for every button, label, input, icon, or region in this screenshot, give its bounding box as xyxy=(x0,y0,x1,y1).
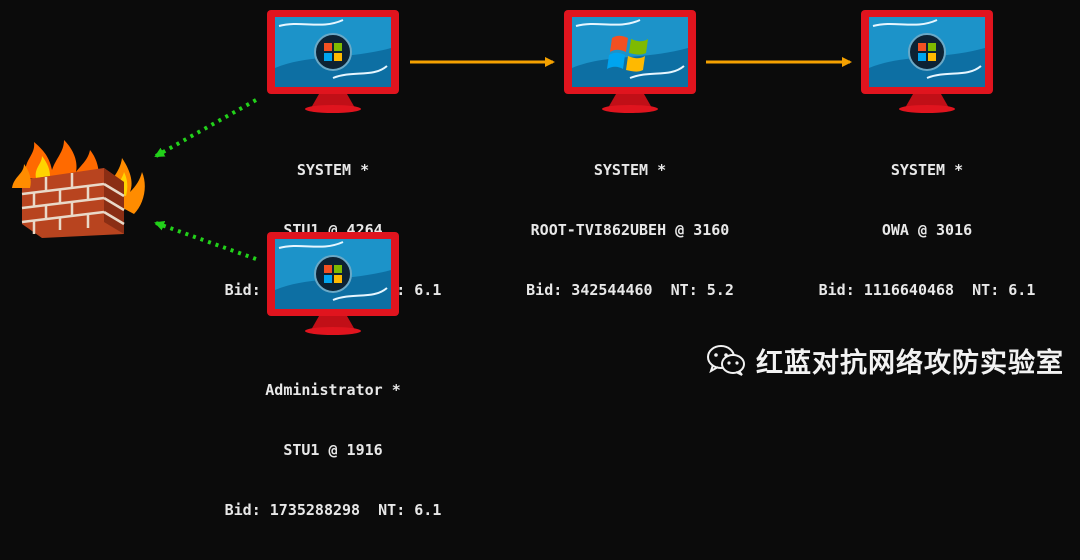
session-info: Bid: 342544460 NT: 5.2 xyxy=(526,281,734,299)
session-host: ROOT-TVI862UBEH @ 3160 xyxy=(530,221,730,239)
session-label: SYSTEM * OWA @ 3016 Bid: 1116640468 NT: … xyxy=(767,120,1080,340)
session-host: OWA @ 3016 xyxy=(881,221,973,239)
windows-vista-orb-icon xyxy=(267,10,399,113)
windows-vista-orb-icon xyxy=(861,10,993,113)
windows-xp-flag-icon xyxy=(564,10,696,113)
watermark-text: 红蓝对抗网络攻防实验室 xyxy=(756,347,1064,379)
session-user: Administrator * xyxy=(265,381,401,399)
session-user: SYSTEM * xyxy=(593,161,667,179)
session-host: STU1 @ 1916 xyxy=(283,441,383,459)
session-info: Bid: 1735288298 NT: 6.1 xyxy=(224,501,442,519)
session-user: SYSTEM * xyxy=(890,161,964,179)
burning-brick-wall-icon[interactable] xyxy=(12,138,152,242)
wechat-icon xyxy=(707,345,745,376)
session-label: SYSTEM * ROOT-TVI862UBEH @ 3160 Bid: 342… xyxy=(470,120,790,340)
egress-link-arrow-1 xyxy=(154,98,257,158)
windows-vista-orb-icon xyxy=(267,232,399,335)
session-user: SYSTEM * xyxy=(296,161,370,179)
pivot-graph-canvas xyxy=(154,57,852,261)
watermark: 红蓝对抗网络攻防实验室 xyxy=(706,340,1064,380)
egress-link-arrow-2 xyxy=(154,221,257,261)
session-info: Bid: 1116640468 NT: 6.1 xyxy=(818,281,1036,299)
session-label: Administrator * STU1 @ 1916 Bid: 1735288… xyxy=(173,340,493,560)
